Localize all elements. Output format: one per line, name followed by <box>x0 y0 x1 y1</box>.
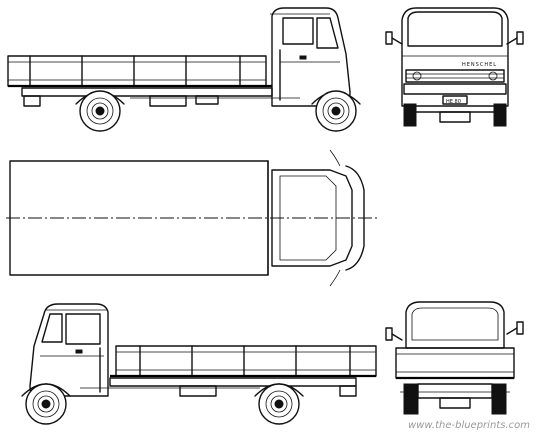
front-wheel-side-left <box>21 383 71 425</box>
rear-view <box>385 301 524 415</box>
front-view: HENSCHEL HE 80 <box>385 7 524 127</box>
cab-side-left <box>29 303 109 397</box>
rear-wheel-side-left <box>254 383 304 425</box>
top-view <box>6 149 378 287</box>
grille-brand-text: HENSCHEL <box>462 62 497 68</box>
side-view-left <box>21 303 377 425</box>
cab-roof-top <box>271 149 365 287</box>
rear-wheel-side <box>75 90 125 132</box>
chassis-frame <box>21 87 300 107</box>
chassis-frame-left <box>80 377 357 397</box>
front-plate-text: HE 80 <box>446 99 461 105</box>
side-view-right <box>7 7 361 132</box>
cargo-bed-left <box>110 345 377 378</box>
front-wheel-side <box>311 90 361 132</box>
watermark-text: www.the-blueprints.com <box>408 420 530 431</box>
cargo-bed <box>7 55 272 88</box>
